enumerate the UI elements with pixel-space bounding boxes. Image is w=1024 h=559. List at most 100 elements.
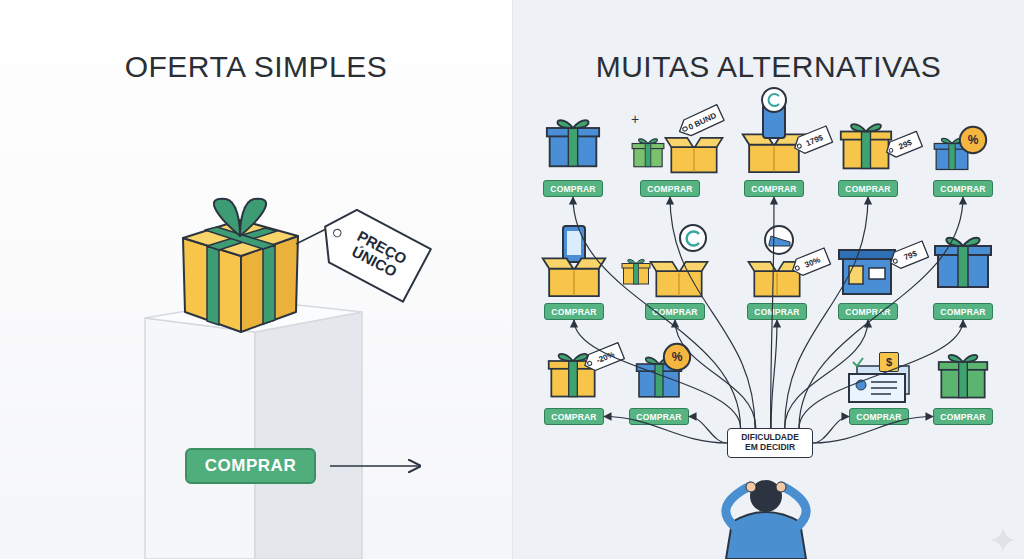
person-hand <box>776 482 786 492</box>
choice-arrow <box>604 417 727 444</box>
person-shirt <box>726 512 806 559</box>
choice-arrow <box>785 320 868 428</box>
tag-hole <box>889 148 894 153</box>
button-text: COMPRAR <box>845 307 890 317</box>
sparkle-mark <box>991 528 1015 552</box>
tag-hole <box>797 144 802 149</box>
buy-arrow <box>330 465 420 467</box>
gift-icon <box>547 120 599 166</box>
tag-body <box>791 126 832 156</box>
card-front <box>849 374 905 402</box>
refresh-arrow <box>769 94 779 106</box>
button-text: COMPRAR <box>754 307 799 317</box>
open-box-icon <box>650 262 707 296</box>
buy-button: COMPRAR <box>747 303 807 320</box>
confused-person <box>726 480 806 559</box>
choice-arrow <box>813 417 933 444</box>
gift-ribbon <box>207 246 219 325</box>
buy-button: COMPRAR <box>543 180 603 197</box>
button-text: COMPRAR <box>940 307 985 317</box>
price-tag: 30% <box>789 248 831 279</box>
choice-arrow <box>799 197 963 428</box>
choice-arrow <box>799 320 963 428</box>
gift-icon <box>632 139 664 167</box>
panel-heading: OFERTA SIMPLES <box>0 50 512 84</box>
panel-heading: MUITAS ALTERNATIVAS <box>513 50 1024 84</box>
callout-text: DIFICULDADE EM DECIDIR <box>735 433 805 453</box>
price-tag: -20% <box>581 342 625 374</box>
tag-body <box>582 343 625 374</box>
shoe-icon <box>765 226 793 254</box>
pedestal <box>145 300 362 559</box>
choice-arrow <box>670 197 755 428</box>
button-text: COMPRAR <box>551 412 596 422</box>
buy-button: COMPRAR <box>185 448 316 484</box>
many-options-illustration <box>513 0 1024 559</box>
tag-string <box>296 229 326 244</box>
shop-bag <box>849 266 863 284</box>
tag-body <box>884 131 923 159</box>
price-tag: 79$ <box>887 241 929 272</box>
button-text: COMPRAR <box>751 184 796 194</box>
badge-circle <box>664 344 690 370</box>
badge-text: % <box>968 133 979 147</box>
buy-button: COMPRAR <box>544 303 604 320</box>
gift-ribbon <box>263 245 275 324</box>
choice-arrow <box>574 320 741 428</box>
check-mark <box>853 358 863 366</box>
choice-arrow <box>675 320 756 428</box>
button-text: COMPRAR <box>551 307 596 317</box>
gift-icon <box>935 238 991 287</box>
gift-bow <box>240 199 266 236</box>
button-text: COMPRAR <box>856 412 901 422</box>
button-text: COMPRAR <box>652 307 697 317</box>
shoe-shape <box>769 236 790 246</box>
discount-badge: % <box>959 126 987 154</box>
refresh-arrow <box>687 232 699 246</box>
choice-arrow <box>771 320 777 428</box>
person-arm <box>726 486 750 527</box>
choice-arrow <box>689 417 727 444</box>
buy-button: COMPRAR <box>640 180 700 197</box>
price-tag: PREÇO ÚNICO <box>310 199 433 304</box>
card-line <box>871 393 891 395</box>
pedestal-front <box>145 318 255 559</box>
shop-awning <box>839 250 895 259</box>
shop-icon <box>839 250 895 294</box>
buy-button: COMPRAR <box>838 303 898 320</box>
buy-button: COMPRAR <box>544 408 604 425</box>
buy-button: COMPRAR <box>849 408 909 425</box>
buy-button: COMPRAR <box>629 408 689 425</box>
choice-arrow <box>785 197 868 428</box>
price-symbol: $ <box>886 356 892 368</box>
person-arm <box>782 486 806 527</box>
comparison-panel: MUITAS ALTERNATIVAS0 BUND179$29$%COMPRAR… <box>512 0 1024 559</box>
discount-badge: % <box>663 343 691 371</box>
refresh-icon <box>762 88 786 112</box>
button-text: COMPRAR <box>636 412 681 422</box>
tag-hole <box>795 266 800 271</box>
tag-hole <box>332 228 342 238</box>
buy-button: COMPRAR <box>933 303 993 320</box>
open-box-icon <box>665 138 722 172</box>
button-text: COMPRAR <box>940 412 985 422</box>
button-text: COMPRAR <box>647 184 692 194</box>
shop-body <box>843 256 891 294</box>
open-box-icon <box>543 258 606 296</box>
badge-circle <box>960 127 986 153</box>
tag-hole <box>893 259 898 264</box>
gift-box <box>183 199 298 332</box>
person-hand <box>746 482 756 492</box>
button-text: COMPRAR <box>205 456 296 476</box>
gift-icon <box>939 355 988 398</box>
card-line <box>871 381 897 383</box>
buy-button: COMPRAR <box>744 180 804 197</box>
tag-body <box>311 200 431 301</box>
buy-button: COMPRAR <box>838 180 898 197</box>
comparison-panel: OFERTA SIMPLES PREÇO ÚNICO COMPRAR <box>0 0 512 559</box>
badge-text: % <box>672 350 683 364</box>
refresh-icon <box>680 225 706 251</box>
phone-icon <box>563 226 585 262</box>
shop-card <box>869 268 885 279</box>
